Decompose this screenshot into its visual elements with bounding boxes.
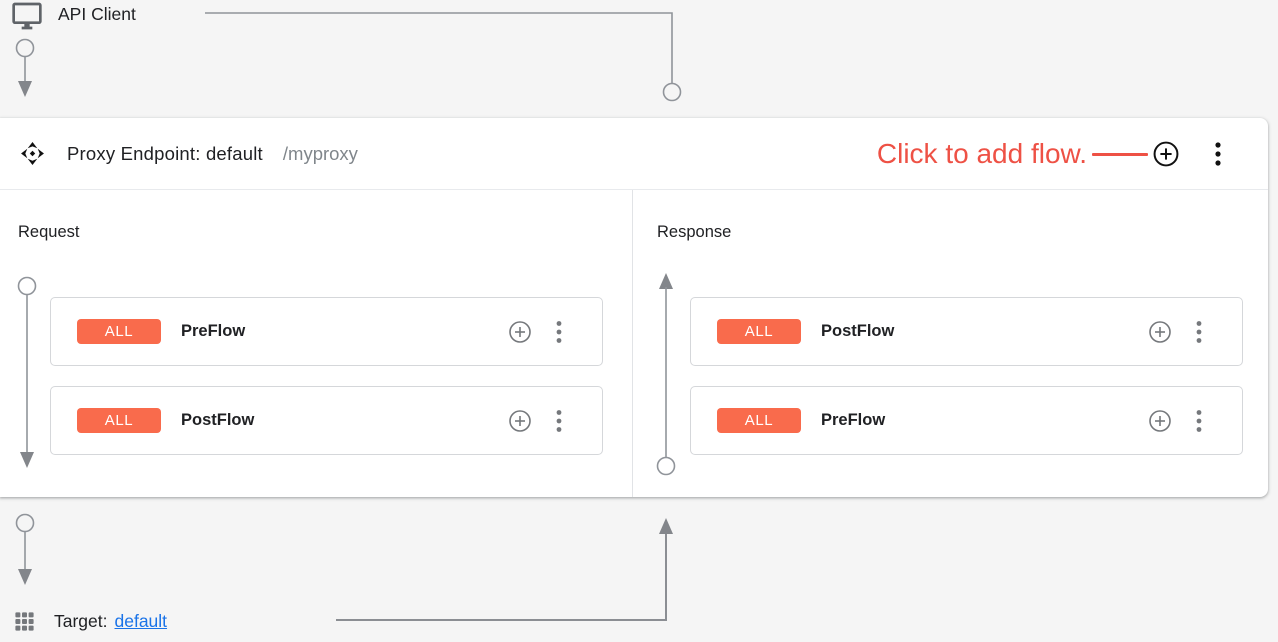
api-client-return-connector (205, 12, 682, 102)
flow-name: PreFlow (181, 322, 246, 340)
add-flow-annotation-text: Click to add flow. (876, 138, 1087, 169)
flow-name: PostFlow (181, 411, 255, 429)
grid-icon (15, 611, 34, 631)
endpoint-kebab-menu-icon[interactable] (1207, 141, 1229, 167)
flow-card[interactable]: ALL PostFlow (50, 386, 603, 455)
flow-kebab-menu-icon[interactable] (1190, 319, 1208, 345)
flow-kebab-menu-icon[interactable] (1190, 408, 1208, 434)
proxy-endpoint-header: Proxy Endpoint: default /myproxy Click t… (0, 118, 1268, 190)
panel-divider (632, 190, 633, 497)
add-step-icon[interactable] (1148, 320, 1172, 344)
monitor-icon (12, 2, 42, 30)
target-return-connector (336, 518, 673, 621)
response-flow-connector (656, 273, 676, 476)
add-flow-annotation-line (1092, 152, 1148, 156)
proxy-endpoint-basepath: /myproxy (282, 142, 358, 164)
proxy-endpoint-title: Proxy Endpoint: default (67, 142, 263, 164)
response-panel: Response ALL PostFlow (633, 190, 1268, 497)
add-step-icon[interactable] (508, 409, 532, 433)
add-flow-icon[interactable] (1152, 140, 1180, 168)
flow-card[interactable]: ALL PreFlow (50, 297, 603, 366)
flow-condition-badge: ALL (717, 408, 801, 433)
response-panel-title: Response (657, 223, 732, 241)
target-link[interactable]: default (114, 610, 168, 631)
api-client-down-connector (15, 38, 35, 97)
request-flow-connector (17, 276, 37, 468)
flow-name: PreFlow (821, 411, 886, 429)
target-down-connector (15, 513, 35, 585)
flow-card[interactable]: ALL PreFlow (690, 386, 1243, 455)
proxy-endpoint-icon (21, 142, 44, 165)
add-flow-annotation: Click to add flow. (877, 118, 1148, 190)
flow-card[interactable]: ALL PostFlow (690, 297, 1243, 366)
flow-condition-badge: ALL (77, 319, 161, 344)
flow-condition-badge: ALL (717, 319, 801, 344)
add-step-icon[interactable] (508, 320, 532, 344)
flow-condition-badge: ALL (77, 408, 161, 433)
api-client-label: API Client (58, 4, 136, 24)
request-panel-title: Request (18, 223, 80, 241)
target-row: Target: default (13, 607, 167, 635)
request-panel: Request ALL PreFlow (0, 190, 632, 497)
flow-name: PostFlow (821, 322, 895, 340)
proxy-endpoint-card: Proxy Endpoint: default /myproxy Click t… (0, 118, 1268, 497)
flow-kebab-menu-icon[interactable] (550, 408, 568, 434)
add-step-icon[interactable] (1148, 409, 1172, 433)
flow-kebab-menu-icon[interactable] (550, 319, 568, 345)
target-label: Target: (54, 610, 108, 631)
